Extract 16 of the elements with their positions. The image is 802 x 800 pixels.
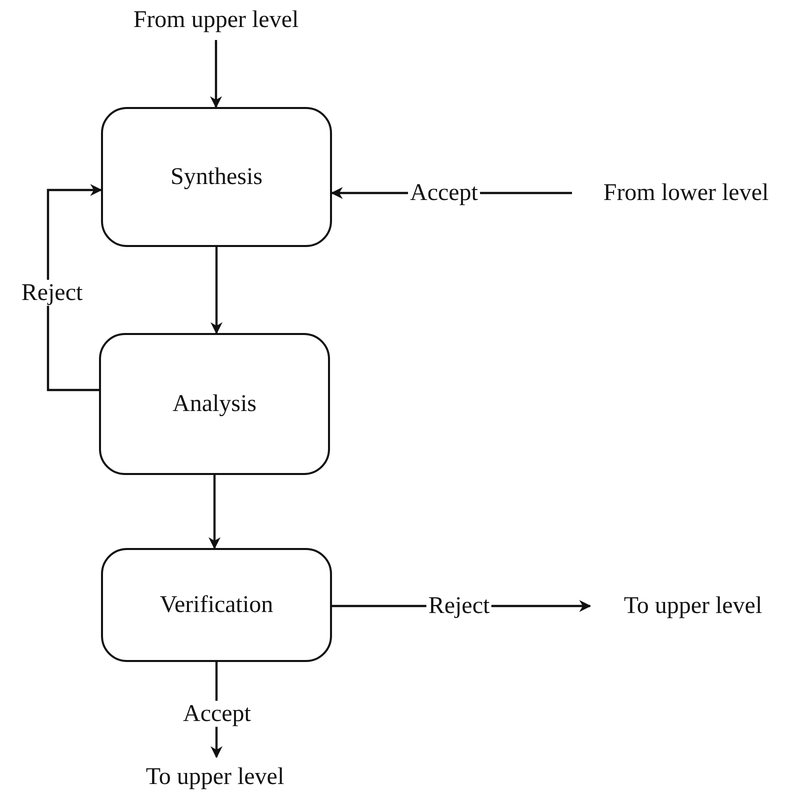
node-label: Verification (160, 592, 274, 618)
arrow (208, 475, 220, 550)
arrow (210, 247, 222, 334)
edge-label: Reject (19, 280, 85, 306)
process-box (101, 548, 332, 662)
flow-text: To upper level (146, 764, 284, 790)
flow-text: From lower level (603, 180, 769, 206)
flow-text: To upper level (624, 592, 762, 620)
process-box (99, 333, 330, 475)
arrow (46, 184, 102, 392)
edge-label: Accept (181, 700, 253, 728)
process-box (101, 107, 332, 247)
arrow (210, 40, 222, 108)
flow-text: From upper level (133, 6, 299, 34)
node-label: Synthesis (170, 164, 262, 190)
node-label: Analysis (172, 390, 256, 418)
